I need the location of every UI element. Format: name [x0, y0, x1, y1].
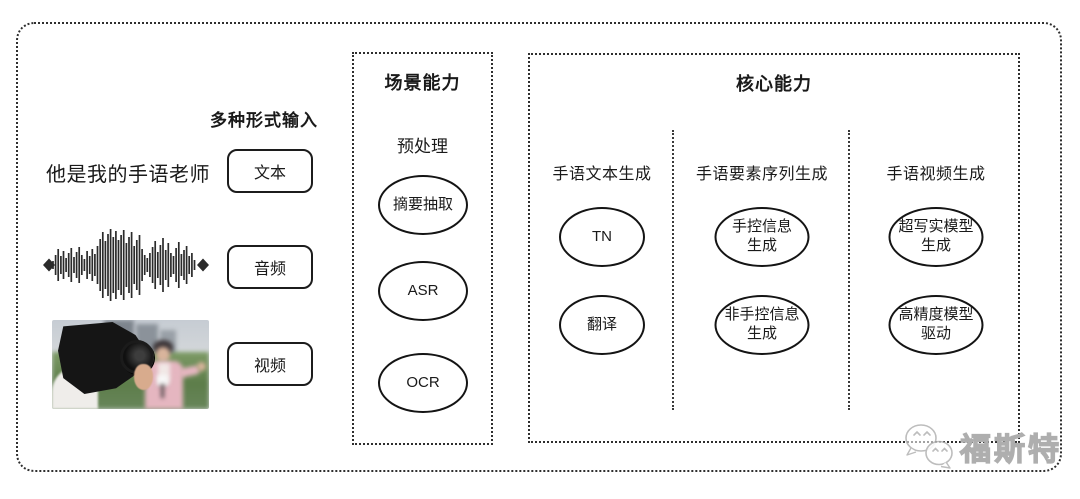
core-box-title: 核心能力 [736, 74, 812, 94]
input-type-box-video: 视频 [227, 342, 313, 386]
column-sign-video-generation: 手语视频生成 超写实模型 生成 高精度模型 驱动 [850, 55, 1022, 441]
audio-waveform-icon [43, 229, 209, 301]
sample-sentence: 他是我的手语老师 [46, 164, 210, 186]
input-type-box-text: 文本 [227, 149, 313, 193]
input-type-box-audio: 音频 [227, 245, 313, 289]
node-manual-info-generation: 手控信息 生成 [714, 207, 810, 267]
column-divider [848, 130, 850, 410]
watermark: 福斯特 [902, 421, 1062, 471]
node-tn: TN [559, 207, 645, 267]
microphone [161, 384, 164, 398]
column-label: 手语文本生成 [552, 166, 652, 183]
photographer-hand [134, 364, 153, 390]
watermark-text: 福斯特 [959, 431, 1062, 467]
node-high-precision-model-driving: 高精度模型 驱动 [888, 295, 984, 355]
scene-box-title: 场景能力 [384, 73, 461, 93]
input-section-title: 多种形式输入 [210, 111, 318, 130]
reporter-hand [197, 362, 206, 371]
node-summary-extraction: 摘要抽取 [378, 175, 468, 235]
scene-capability-box: 场景能力 预处理 摘要抽取 ASR OCR [352, 52, 493, 445]
node-ocr: OCR [378, 353, 468, 413]
preprocess-label: 预处理 [397, 137, 448, 156]
column-label: 手语要素序列生成 [695, 166, 828, 183]
node-hyperrealistic-model-generation: 超写实模型 生成 [888, 207, 984, 267]
outer-dotted-border [16, 22, 1062, 472]
core-capability-box: 核心能力 手语文本生成 TN 翻译 手语要素序列生成 手控信息 生成 非手控信息… [528, 53, 1020, 443]
input-type-label: 音频 [253, 261, 286, 278]
video-thumbnail-photo [52, 320, 209, 409]
column-sign-element-sequence-generation: 手语要素序列生成 手控信息 生成 非手控信息 生成 [674, 55, 850, 441]
chat-bubbles-icon [905, 424, 953, 469]
node-asr: ASR [378, 261, 468, 321]
column-label: 手语视频生成 [886, 166, 986, 183]
input-type-label: 文本 [253, 165, 286, 182]
column-sign-text-generation: 手语文本生成 TN 翻译 [530, 55, 674, 441]
node-translation: 翻译 [559, 295, 645, 355]
column-divider [672, 130, 674, 410]
microphone-cube [157, 375, 168, 386]
input-type-label: 视频 [253, 358, 286, 375]
node-non-manual-info-generation: 非手控信息 生成 [714, 295, 810, 355]
reporter-face [156, 347, 170, 362]
